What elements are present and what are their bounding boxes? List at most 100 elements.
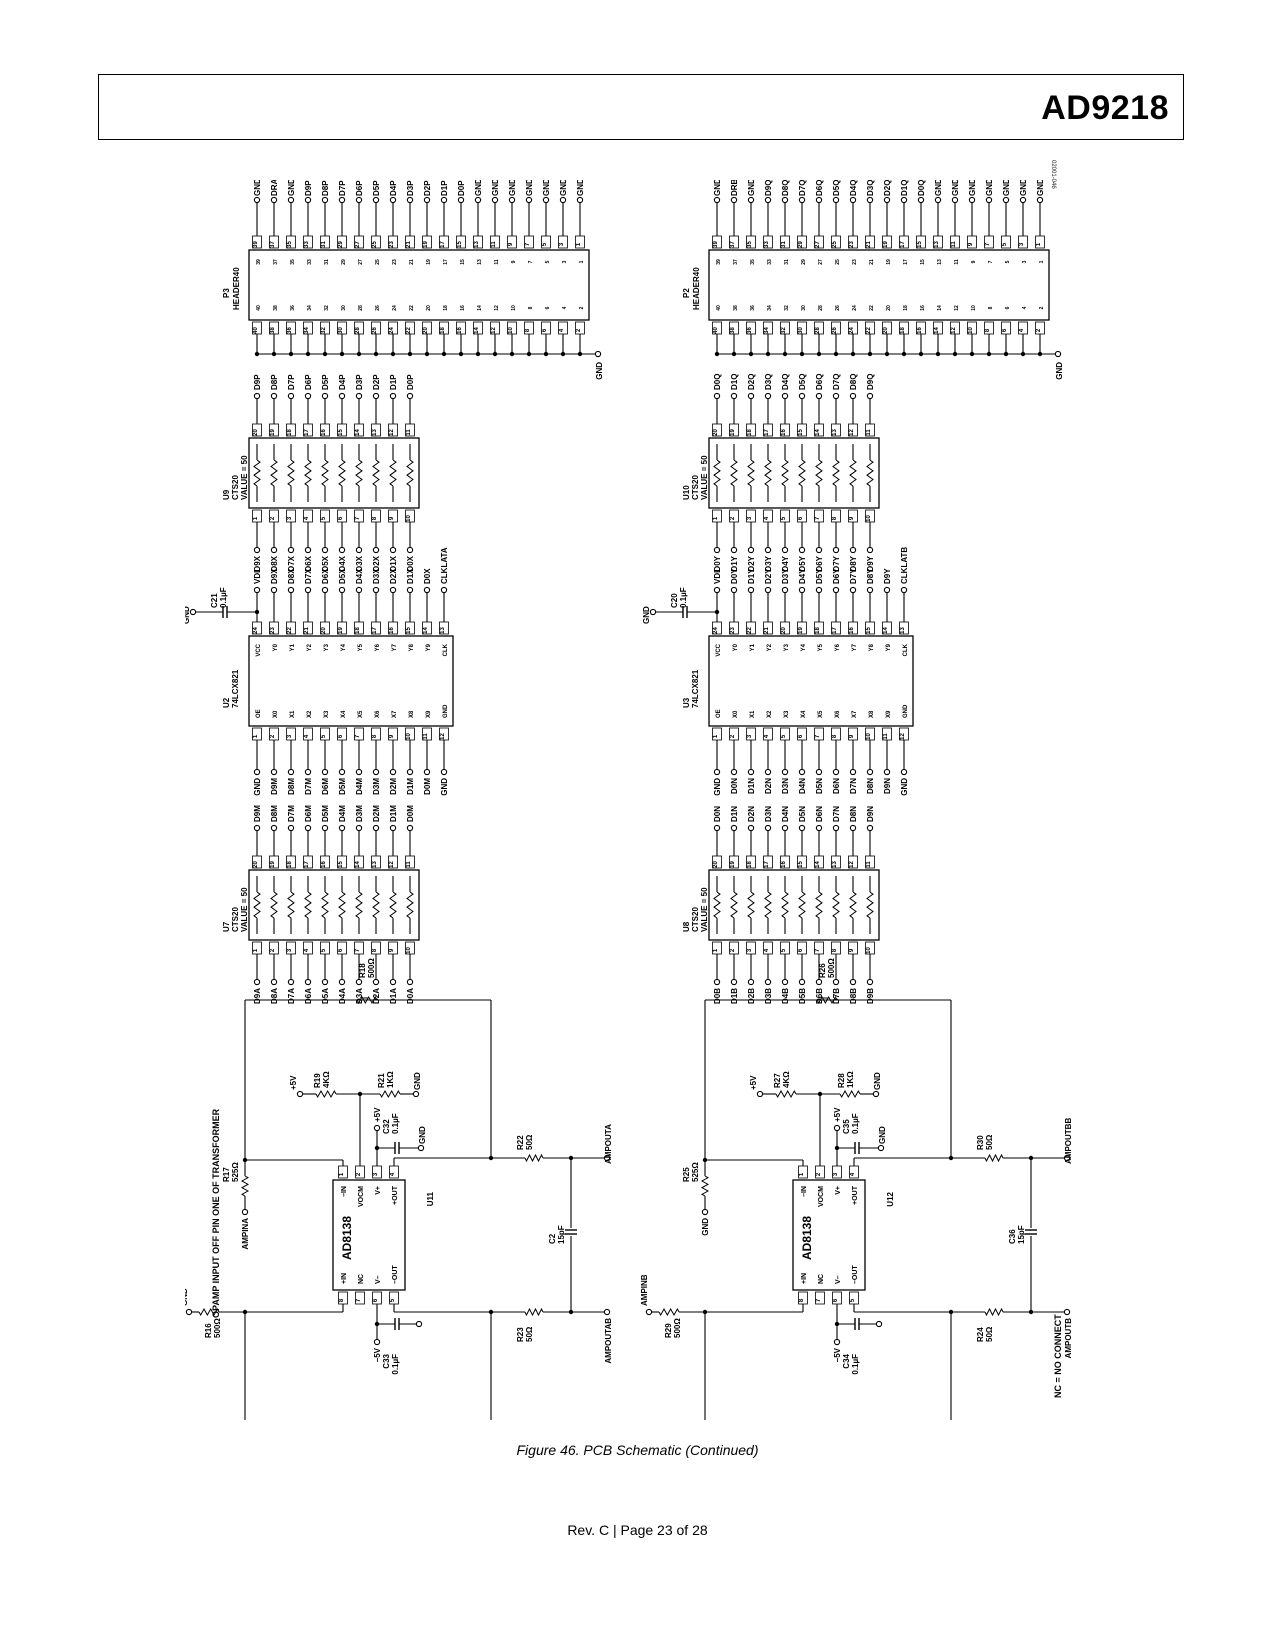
amp-output-terminal-top [1063, 1154, 1071, 1162]
header-pin-bottom-label: 16 [457, 327, 463, 334]
latch-pin-bottom-label: 5 [321, 734, 327, 738]
latch-net-terminal [747, 768, 755, 776]
array-pin-top-label: 14 [355, 429, 361, 436]
latch-pin-name-top: CLK [903, 643, 909, 656]
array-pin-top-label: 16 [781, 861, 787, 868]
array-resistor [781, 891, 789, 919]
array-net-label-bottom: D8X [270, 555, 279, 571]
array-pin-top-label: 15 [798, 429, 804, 436]
latch-cap-value: 0.1µF [219, 587, 228, 608]
latch-net-label-top: D0Y [730, 568, 739, 584]
array-net-label-top: D1M [389, 805, 398, 822]
array-net-label-bottom: D0X [406, 555, 415, 571]
array-net-label-top: D8P [270, 374, 279, 390]
latch-net-label-top: D0X [423, 568, 432, 584]
latch-net-label-top: D1X [406, 568, 415, 584]
header-pin-inner-num: 22 [869, 305, 875, 311]
latch-net-label-bottom: D7M [304, 778, 313, 795]
latch-pin-name-top: Y9 [426, 643, 432, 651]
header-signal-label: GND [1002, 180, 1011, 196]
header-signal-terminal [338, 196, 346, 204]
header-signal-label: D3P [406, 180, 415, 196]
array-pin-top-label: 13 [372, 429, 378, 436]
amp-vocm-resistor-a [315, 1089, 337, 1099]
page-footer: Rev. C | Page 23 of 28 [567, 1522, 708, 1538]
header-signal-label: GND [287, 180, 296, 196]
array-net-label-top: D6M [304, 805, 313, 822]
array-net-terminal [866, 978, 874, 986]
array-net-terminal [730, 824, 738, 832]
amp-vpos-cap-val: 0.1µF [391, 1113, 400, 1134]
header-pin-bottom-label: 40 [253, 327, 259, 334]
array-net-terminal [389, 824, 397, 832]
amp-vocm-r-ref: R21 [377, 1073, 386, 1088]
header-signal-terminal [815, 196, 823, 204]
latch-pin-bottom-label: 2 [730, 734, 736, 738]
latch-net-terminal [304, 586, 312, 594]
header-pin-inner-num: 31 [784, 259, 790, 265]
header-pin-inner-num: 24 [852, 305, 858, 311]
latch-pin-bottom-label: 3 [287, 734, 293, 738]
header-signal-terminal [1019, 196, 1027, 204]
array-net-terminal [781, 392, 789, 400]
latch-net-label-top: VDL [253, 568, 262, 584]
latch-pin-top-label: 19 [798, 627, 804, 634]
latch-net-label-bottom: D8N [866, 778, 875, 794]
header-pin-inner-num: 8 [988, 306, 994, 309]
array-net-label-top: D9P [253, 374, 262, 390]
amp-vocm-r-ref: R27 [773, 1073, 782, 1088]
amp-output-r-ref: R30 [976, 1135, 985, 1150]
array-net-terminal [355, 392, 363, 400]
header-pin-inner-num: 7 [528, 260, 534, 263]
array-pin-top-label: 20 [713, 429, 719, 436]
latch-net-terminal [321, 586, 329, 594]
array-net-terminal [730, 546, 738, 554]
array-net-label-bottom: D2Y [747, 555, 756, 571]
header-pin-bottom-label: 18 [440, 327, 446, 334]
array-pin-top-label: 16 [321, 429, 327, 436]
amp-pin-bottom-label: 8 [339, 1298, 345, 1302]
header-pin-inner-num: 7 [988, 260, 994, 263]
header-pin-inner-num: 6 [1005, 306, 1011, 309]
array-net-label-top: D9Q [866, 374, 875, 390]
latch-pin-name-bottom: X0 [733, 710, 739, 718]
latch-net-label-bottom: D5M [338, 778, 347, 795]
array-net-label-top: D6N [815, 806, 824, 822]
amp-vpos-cap-gnd-label: GND [418, 1126, 427, 1144]
header-pin-inner-num: 35 [750, 259, 756, 265]
amp-input-r-val: 500Ω [213, 1318, 222, 1338]
array-net-label-bottom: D2B [747, 988, 756, 1004]
amp-vpos-terminal [833, 1124, 841, 1132]
latch-pin-top-label: 17 [832, 627, 838, 634]
array-net-label-bottom: D5X [321, 555, 330, 571]
latch-net-label-bottom: D9M [270, 778, 279, 795]
header-pin-top-label: 23 [849, 241, 855, 248]
amp-input-resistor-top [700, 1175, 710, 1197]
header-signal-terminal [474, 196, 482, 204]
amp-pin-name-bottom: NC [358, 1274, 365, 1284]
latch-net-label-bottom: D1N [747, 778, 756, 794]
latch-pin-bottom-label: 11 [883, 733, 889, 740]
amplifier-part-label: AD8138 [340, 1216, 354, 1260]
array-net-terminal [832, 824, 840, 832]
array-resistor [338, 459, 346, 487]
header-signal-label: D1P [440, 180, 449, 196]
header-gnd-label: GND [1055, 362, 1064, 380]
array-net-label-top: D5Q [798, 374, 807, 390]
latch-net-label-bottom: GND [253, 778, 262, 796]
amp-output-label-top: AMPOUTBB [1064, 1118, 1073, 1164]
amp-vpos-cap-ref: C32 [382, 1119, 391, 1134]
latch-pin-name-bottom: X5 [358, 710, 364, 718]
array-net-label-bottom: D3A [355, 988, 364, 1004]
amp-vneg-cap-ref: C33 [382, 1353, 391, 1368]
latch-net-terminal [389, 768, 397, 776]
latch-net-terminal [372, 586, 380, 594]
amp-pin-name-bottom: +IN [801, 1273, 808, 1284]
amp-input-label-bottom: GND [185, 1288, 189, 1306]
array-net-terminal [849, 392, 857, 400]
array-net-terminal [270, 546, 278, 554]
header-pin-inner-num: 5 [1005, 260, 1011, 263]
resistor-array-ref: U10 [682, 485, 691, 500]
header-signal-label: GND [508, 180, 517, 196]
amp-pin-name-top: VOCM [818, 1186, 825, 1207]
